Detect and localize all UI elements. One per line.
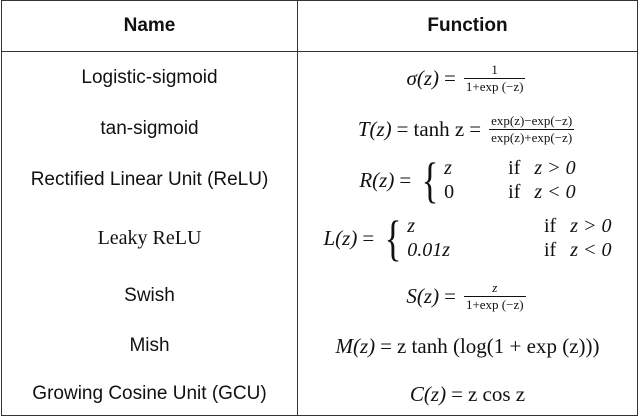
function-formula: M(z)= z tanh (log(1 + exp (z)))	[335, 333, 600, 358]
table-row: Leaky ReLU L(z)= { z if z > 0 0.01z if z…	[2, 209, 637, 267]
table-row: Growing Cosine Unit (GCU) C(z)= z cos z	[2, 373, 637, 415]
left-brace: {	[421, 152, 439, 208]
header-divider	[2, 51, 637, 52]
function-name: Rectified Linear Unit (ReLU)	[30, 169, 269, 190]
function-name: Growing Cosine Unit (GCU)	[32, 383, 267, 404]
function-name: Mish	[129, 335, 170, 356]
left-brace: {	[384, 210, 402, 266]
table-row: tan-sigmoid T(z)= tanh z= exp(z)−exp(−z)…	[2, 107, 637, 151]
header-name: Name	[123, 15, 176, 36]
header-function: Function	[427, 15, 508, 36]
function-name: tan-sigmoid	[100, 118, 199, 139]
function-formula: L(z)= { z if z > 0 0.01z if z < 0	[323, 210, 612, 266]
table-row: Mish M(z)= z tanh (log(1 + exp (z)))	[2, 325, 637, 367]
table-row: Rectified Linear Unit (ReLU) R(z)= { z i…	[2, 151, 637, 209]
function-name: Leaky ReLU	[97, 226, 202, 249]
function-name: Swish	[124, 285, 175, 306]
function-formula: T(z)= tanh z= exp(z)−exp(−z)exp(z)+exp(−…	[357, 112, 575, 145]
column-divider	[297, 1, 298, 415]
function-name: Logistic-sigmoid	[81, 67, 218, 88]
function-formula: R(z)= { z if z > 0 0 if z < 0	[359, 152, 576, 208]
function-formula: C(z)= z cos z	[409, 381, 526, 406]
